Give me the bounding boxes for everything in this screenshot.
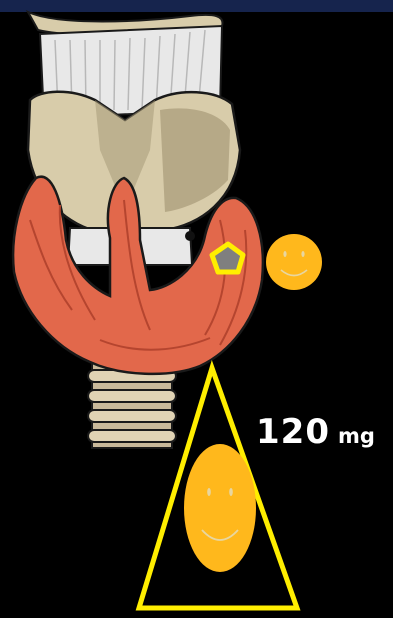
weight-value: 120 (256, 412, 330, 452)
membrane-dot (185, 231, 195, 241)
large-smiley-icon (184, 444, 256, 572)
larynx-thyroid-illustration (13, 12, 263, 448)
weight-unit: mg (338, 424, 375, 448)
top-band (0, 0, 393, 12)
small-smiley-icon (266, 234, 322, 290)
weight-label: 120 mg (256, 412, 375, 452)
